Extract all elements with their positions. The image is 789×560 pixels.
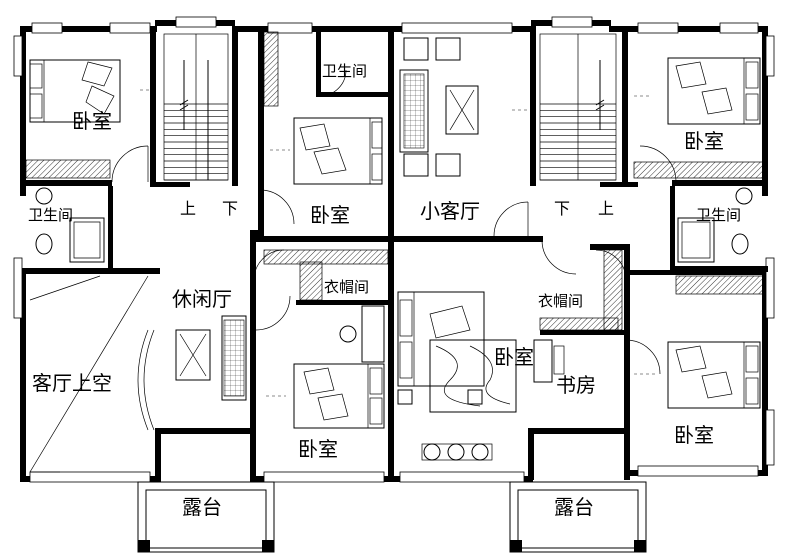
label-bath-ne: 卫生间	[696, 206, 741, 224]
label-living-void: 客厅上空	[32, 371, 112, 395]
label-bedroom-n-center: 卧室	[310, 203, 350, 227]
study-desk	[533, 339, 565, 383]
bed-s-center	[293, 305, 385, 429]
room-labels: 卧室 卫生间 卫生间 卧室 小客厅 卧室 卫生间 休闲厅 客厅上空 衣帽间 卧室…	[28, 62, 741, 519]
label-bath-n-center: 卫生间	[322, 62, 367, 80]
bath-ne-fixtures	[677, 187, 753, 263]
terrace-right	[509, 481, 647, 553]
sofa-leisure	[175, 315, 247, 401]
bed-n-center	[293, 117, 383, 185]
interior-walls	[22, 26, 768, 480]
bed-master	[397, 291, 517, 461]
label-closet-left: 衣帽间	[324, 278, 369, 296]
bed-nw	[29, 59, 121, 123]
label-stair-right-up: 上	[598, 199, 614, 218]
label-terrace-right: 露台	[554, 495, 594, 519]
stair-right	[539, 33, 617, 181]
label-bedroom-se: 卧室	[674, 423, 714, 447]
bed-ne	[667, 57, 761, 125]
wardrobes	[25, 31, 765, 331]
label-stair-right-down: 下	[554, 199, 570, 218]
label-study: 书房	[556, 373, 596, 397]
void-marks	[29, 275, 149, 473]
label-bedroom-s-center: 卧室	[298, 437, 338, 461]
bath-nw-fixtures	[35, 187, 105, 263]
label-leisure-hall: 休闲厅	[172, 287, 232, 311]
stair-left	[163, 33, 229, 181]
furniture	[29, 37, 761, 473]
label-stair-left-up: 上	[180, 199, 196, 218]
label-bedroom-ne: 卧室	[684, 129, 724, 153]
bed-se	[667, 341, 761, 409]
label-terrace-left: 露台	[182, 495, 222, 519]
sofa-small-living	[399, 37, 479, 177]
doors	[111, 69, 677, 431]
label-closet-right: 衣帽间	[538, 292, 583, 310]
stair-labels: 上 下 下 上	[180, 199, 614, 218]
terrace-left	[137, 481, 275, 553]
label-bedroom-nw: 卧室	[72, 109, 112, 133]
label-bath-nw: 卫生间	[28, 206, 73, 224]
label-bedroom-master: 卧室	[494, 345, 534, 369]
label-small-living: 小客厅	[420, 199, 480, 223]
label-stair-left-down: 下	[222, 199, 238, 218]
windows	[29, 16, 759, 483]
